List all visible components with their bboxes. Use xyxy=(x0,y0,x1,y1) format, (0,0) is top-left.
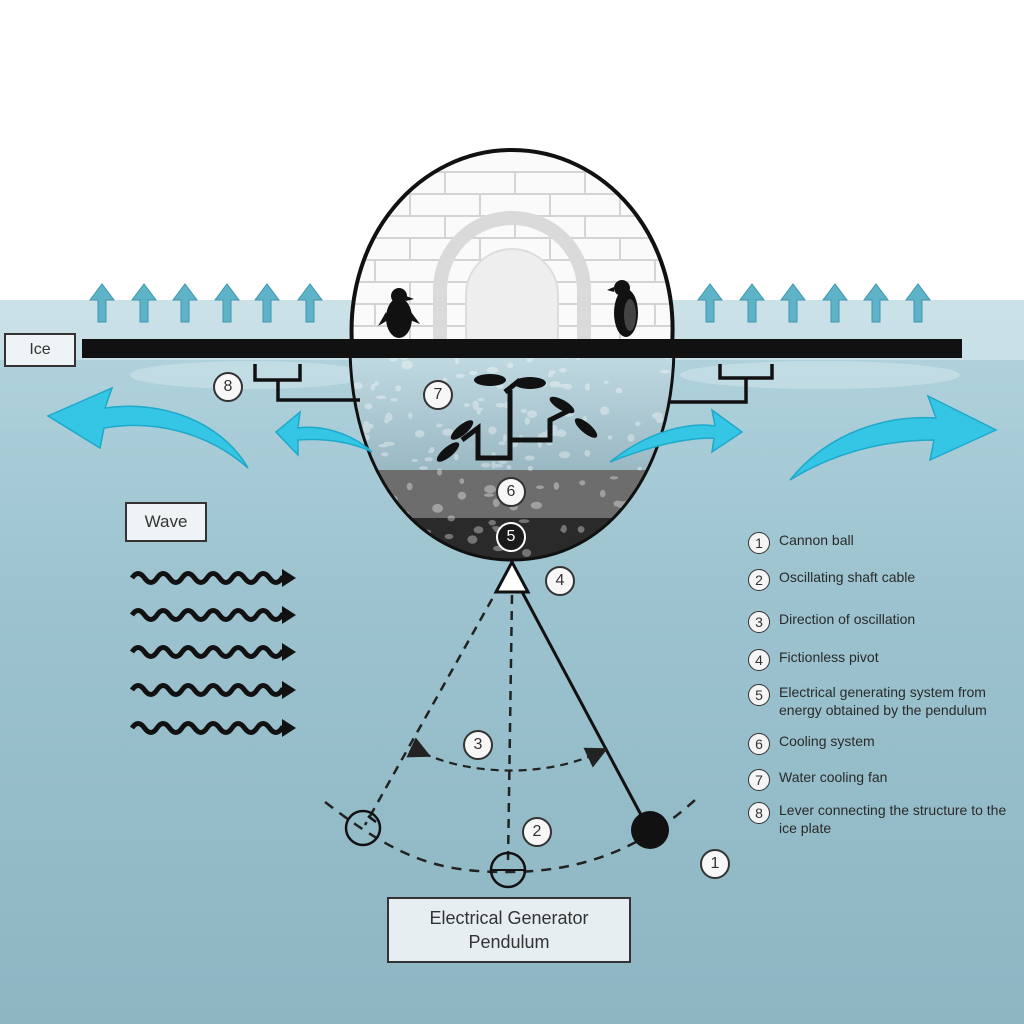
pendulum-dashed-cable-left xyxy=(363,584,502,826)
callout-4: 4 xyxy=(545,566,575,596)
legend-number: 2 xyxy=(748,569,770,591)
legend-text: Cannon ball xyxy=(779,532,854,548)
oscillation-direction-arrow xyxy=(406,737,608,772)
wave-arrowhead-icon xyxy=(282,719,296,737)
legend-item: 6 Cooling system xyxy=(748,732,1011,755)
penguin-icon xyxy=(378,288,420,338)
callout-1: 1 xyxy=(700,849,730,879)
wave-arrowhead-icon xyxy=(282,606,296,624)
pendulum-dashed-cable-center xyxy=(506,594,514,863)
legend-text: Oscillating shaft cable xyxy=(779,569,916,585)
pendulum xyxy=(324,558,696,889)
water-flow-arrows xyxy=(46,386,998,481)
up-arrow-icon xyxy=(739,283,765,323)
callout-3: 3 xyxy=(463,730,493,760)
legend-text: Cooling system xyxy=(779,733,875,749)
penguin-icon xyxy=(607,280,638,337)
ice-shadow-left xyxy=(130,361,370,389)
legend-number: 3 xyxy=(748,611,770,633)
pendulum-cable xyxy=(518,587,650,829)
up-arrow-icon xyxy=(131,283,157,323)
wave-lines xyxy=(129,569,296,737)
legend-number: 8 xyxy=(748,802,770,824)
up-arrow-icon xyxy=(863,283,889,323)
legend-item: 5 Electrical generating system from ener… xyxy=(748,683,1011,719)
wave-line xyxy=(129,571,288,585)
legend-text: Electrical generating system from energy… xyxy=(779,684,987,718)
legend-number: 7 xyxy=(748,769,770,791)
wave-line xyxy=(129,683,288,697)
up-arrow-icon xyxy=(214,283,240,323)
legend-text: Fictionless pivot xyxy=(779,649,879,665)
up-arrow-icon xyxy=(780,283,806,323)
cannon-ball xyxy=(631,811,669,849)
callout-7: 7 xyxy=(423,380,453,410)
ice-shadow-right xyxy=(680,361,960,389)
up-arrow-icon xyxy=(905,283,931,323)
legend-number: 5 xyxy=(748,684,770,706)
legend-text: Lever connecting the structure to the ic… xyxy=(779,802,1007,836)
callout-2: 2 xyxy=(522,817,552,847)
wave-arrowhead-icon xyxy=(282,569,296,587)
legend-number: 4 xyxy=(748,649,770,671)
pivot-triangle xyxy=(493,558,531,594)
up-arrow-icon xyxy=(172,283,198,323)
pendulum-ghost-ball-center xyxy=(489,851,527,889)
diagram-title-line-2: Pendulum xyxy=(468,932,550,952)
up-arrow-icon xyxy=(297,283,323,323)
pendulum-ghost-ball-left xyxy=(344,809,382,847)
legend-item: 2 Oscillating shaft cable xyxy=(748,568,1011,591)
legend-number: 1 xyxy=(748,532,770,554)
legend-text: Direction of oscillation xyxy=(779,611,916,627)
legend-item: 7 Water cooling fan xyxy=(748,768,1011,791)
diagram-title-line-1: Electrical Generator xyxy=(429,908,589,928)
legend-item: 1 Cannon ball xyxy=(748,531,1011,554)
wave-label: Wave xyxy=(125,502,207,542)
ice-plate xyxy=(82,339,962,358)
callout-8: 8 xyxy=(213,372,243,402)
wave-arrowhead-icon xyxy=(282,681,296,699)
legend-number: 6 xyxy=(748,733,770,755)
wave-arrowhead-icon xyxy=(282,643,296,661)
legend-item: 4 Fictionless pivot xyxy=(748,648,1011,671)
legend-item: 3 Direction of oscillation xyxy=(748,610,1011,633)
legend-text: Water cooling fan xyxy=(779,769,888,785)
wave-line xyxy=(129,721,288,735)
wave-line xyxy=(129,645,288,659)
lever xyxy=(253,364,774,404)
ice-label: Ice xyxy=(4,333,76,367)
up-arrow-icon xyxy=(697,283,723,323)
up-arrow-icon xyxy=(89,283,115,323)
up-arrow-icon xyxy=(822,283,848,323)
cooling-fan xyxy=(436,374,598,462)
legend-item: 8 Lever connecting the structure to the … xyxy=(748,801,1011,837)
callout-5: 5 xyxy=(496,522,526,552)
wave-line xyxy=(129,608,288,622)
pendulum-swing-path xyxy=(324,799,696,874)
callout-6: 6 xyxy=(496,477,526,507)
diagram-title-box: Electrical Generator Pendulum xyxy=(387,897,631,963)
up-arrow-icon xyxy=(254,283,280,323)
